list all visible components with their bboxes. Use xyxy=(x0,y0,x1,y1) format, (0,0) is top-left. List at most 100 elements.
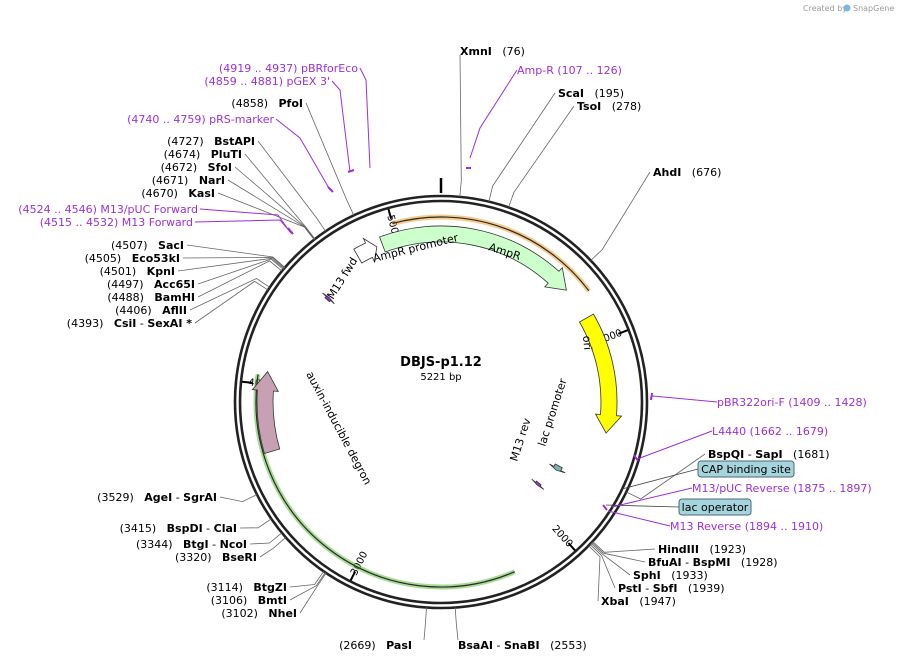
site-label-195[interactable]: ScaI (195) xyxy=(558,87,624,100)
site-label-part: (4501) xyxy=(100,265,147,278)
site-label-4672[interactable]: (4672) SfoI xyxy=(161,161,232,174)
site-label-2669[interactable]: (2669) PasI xyxy=(339,639,412,652)
site-label-4497[interactable]: (4497) Acc65I xyxy=(107,278,195,291)
site-label-part: KpnI xyxy=(147,265,175,278)
site-label-part: - xyxy=(493,639,504,652)
site-label-3344[interactable]: (3344) BtgI - NcoI xyxy=(136,538,247,551)
primer-m13-puc-forward[interactable]: (4524 .. 4546) M13/pUC Forward xyxy=(18,203,198,216)
site-label-1933[interactable]: SphI (1933) xyxy=(633,569,708,582)
site-label-3102[interactable]: (3102) NheI xyxy=(221,607,297,620)
primer-amp-r[interactable]: Amp-R (107 .. 126) xyxy=(517,64,622,77)
cut-line-1928 xyxy=(591,542,646,563)
site-label-part: SnaBI xyxy=(504,639,540,652)
site-label-4671[interactable]: (4671) NarI xyxy=(152,174,225,187)
primer-l4440[interactable]: L4440 (1662 .. 1679) xyxy=(712,425,828,438)
feature-label-lac-promoter: lac promoter xyxy=(535,377,569,448)
feature-arrow-auxin-inducible-degron[interactable] xyxy=(251,370,281,454)
site-label-676[interactable]: AhdI (676) xyxy=(653,166,721,179)
site-label-part: BamHI xyxy=(154,291,195,304)
primer-pbr322ori-f[interactable]: pBR322ori-F (1409 .. 1428) xyxy=(717,396,867,409)
orf-line-0 xyxy=(392,216,590,292)
cut-line-4505 xyxy=(182,256,285,269)
feature-arrow-ampr-promoter[interactable] xyxy=(353,237,378,264)
primer-m13-reverse[interactable]: M13 Reverse (1894 .. 1910) xyxy=(670,520,823,533)
primer-pgex-3[interactable]: (4859 .. 4881) pGEX 3' xyxy=(204,75,330,88)
site-label-4505[interactable]: (4505) Eco53kI xyxy=(85,252,180,265)
site-label-1947[interactable]: XbaI (1947) xyxy=(601,595,676,608)
cut-line-1939 xyxy=(589,544,616,589)
cut-line-76 xyxy=(459,54,462,197)
feature-arrow-lac-promoter[interactable] xyxy=(549,463,566,474)
site-label-part: BspQI xyxy=(708,448,744,461)
orf-halo-1 xyxy=(253,374,516,590)
site-label-part: Eco53kI xyxy=(132,252,180,265)
site-label-part: (3344) xyxy=(136,538,183,551)
site-label-part: ClaI xyxy=(214,522,237,535)
site-label-part: (4858) xyxy=(231,97,278,110)
primer-m13-forward[interactable]: (4515 .. 4532) M13 Forward xyxy=(40,216,193,229)
site-label-4501[interactable]: (4501) KpnI xyxy=(100,265,175,278)
feature-label-m13-fwd: M13 fwd xyxy=(325,255,361,301)
site-label-76[interactable]: XmnI (76) xyxy=(460,45,525,58)
primer-m13-puc-reverse[interactable]: M13/pUC Reverse (1875 .. 1897) xyxy=(692,482,872,495)
site-label-4488[interactable]: (4488) BamHI xyxy=(107,291,195,304)
site-label-part: (1681) xyxy=(783,448,830,461)
site-label-part: KasI xyxy=(188,187,215,200)
site-label-part: AgeI xyxy=(144,491,172,504)
site-label-3529[interactable]: (3529) AgeI - SgrAI xyxy=(97,491,217,504)
primer-prs-marker[interactable]: (4740 .. 4759) pRS-marker xyxy=(127,113,274,126)
site-label-part: BtgI xyxy=(183,538,209,551)
tick-1000 xyxy=(617,329,629,335)
orf-head-0 xyxy=(585,286,592,295)
site-label-part: (4497) xyxy=(107,278,154,291)
site-label-3106[interactable]: (3106) BmtI xyxy=(211,594,287,607)
site-label-4674[interactable]: (4674) PluTI xyxy=(164,148,242,161)
site-label-3114[interactable]: (3114) BtgZI xyxy=(206,581,287,594)
site-label-1923[interactable]: HindIII (1923) xyxy=(658,543,746,556)
site-label-4406[interactable]: (4406) AflII xyxy=(115,304,187,317)
feature-arrow-ampr[interactable] xyxy=(379,225,567,291)
site-label-part: (4505) xyxy=(85,252,132,265)
feature-arrow-m13-rev[interactable] xyxy=(531,478,545,490)
site-label-4670[interactable]: (4670) KasI xyxy=(141,187,215,200)
cut-site-lines xyxy=(177,54,706,641)
site-label-2553[interactable]: BsaAI - SnaBI (2553) xyxy=(458,639,587,652)
cut-line-3106 xyxy=(289,572,326,601)
cut-site-labels: XmnI (76) ScaI (195)TsoI (278) AhdI (676) B… xyxy=(67,45,830,652)
site-label-278[interactable]: TsoI (278) xyxy=(577,100,641,113)
site-label-4507[interactable]: (4507) SacI xyxy=(111,239,184,252)
lac-operator-box[interactable]: lac operator xyxy=(678,498,752,516)
brand-text: SnapGene xyxy=(853,4,894,13)
site-label-part: (4406) xyxy=(115,304,162,317)
site-label-3415[interactable]: (3415) BspDI - ClaI xyxy=(120,522,237,535)
site-label-part: BfuAI xyxy=(648,556,682,569)
primer-pbrforeco[interactable]: (4919 .. 4937) pBRforEco xyxy=(219,62,358,75)
site-label-1681[interactable]: BspQI - SapI (1681) xyxy=(708,448,830,461)
cut-line-4501 xyxy=(177,257,285,272)
snapgene-logo-icon xyxy=(843,4,851,12)
cut-line-4507 xyxy=(186,244,286,268)
primer-marks xyxy=(287,167,653,511)
site-label-part: (3415) xyxy=(120,522,167,535)
cap-binding-site-box[interactable]: CAP binding site xyxy=(697,460,795,478)
site-label-part: - xyxy=(744,448,755,461)
site-label-part: BmtI xyxy=(258,594,287,607)
site-label-1928[interactable]: BfuAI - BspMI (1928) xyxy=(648,556,778,569)
cut-line-1923 xyxy=(592,541,656,553)
feature-arrow-m13-fwd[interactable] xyxy=(322,292,335,305)
cut-line-4858 xyxy=(305,102,355,216)
cut-line-278 xyxy=(508,105,575,208)
site-label-1939[interactable]: PstI - SbfI (1939) xyxy=(618,582,725,595)
site-label-part: CsiI xyxy=(114,317,136,330)
cut-line-1933 xyxy=(590,542,631,576)
site-label-3320[interactable]: (3320) BseRI xyxy=(175,551,257,564)
site-label-4858[interactable]: (4858) PfoI xyxy=(231,97,303,110)
feature-arrow-ori[interactable] xyxy=(578,313,623,434)
credit-text: Created by xyxy=(803,4,847,13)
tick-3000 xyxy=(349,571,357,581)
site-label-part: BspMI xyxy=(693,556,731,569)
site-label-4393[interactable]: (4393) CsiI - SexAI * xyxy=(67,317,192,330)
site-label-4727[interactable]: (4727) BstAPI xyxy=(167,135,255,148)
site-label-part: (676) xyxy=(681,166,721,179)
